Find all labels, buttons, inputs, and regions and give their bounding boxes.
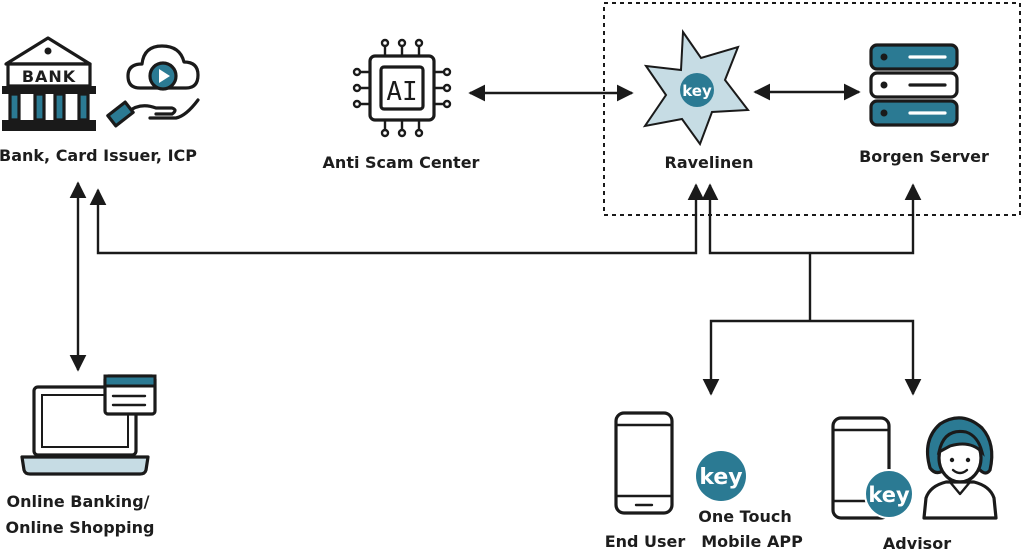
ravelinen-label: Ravelinen bbox=[665, 153, 754, 172]
key-badge-icon: key bbox=[696, 451, 746, 501]
svg-text:key: key bbox=[682, 82, 712, 100]
connectors bbox=[69, 83, 922, 396]
borgen-label: Borgen Server bbox=[859, 147, 989, 166]
svg-text:BANK: BANK bbox=[22, 67, 76, 86]
one-touch-label-line1: One Touch bbox=[698, 507, 791, 526]
end-user-label: End User bbox=[605, 532, 686, 551]
svg-text:key: key bbox=[868, 483, 910, 507]
cloud-play-hand-icon bbox=[106, 44, 200, 128]
ai-chip-icon: AI bbox=[352, 38, 452, 138]
online-label-line1: Online Banking/ bbox=[7, 492, 150, 511]
advisor-key-badge-icon: key bbox=[864, 469, 914, 519]
online-label-line2: Online Shopping bbox=[6, 518, 155, 537]
laptop-icon bbox=[20, 374, 157, 476]
ravelinen-borgen-group bbox=[603, 2, 1021, 216]
advisor-person-icon bbox=[922, 416, 998, 520]
svg-text:key: key bbox=[699, 465, 742, 490]
key-star-icon: key bbox=[642, 29, 750, 147]
phone-icon bbox=[614, 411, 674, 515]
arrow-to-end-user bbox=[702, 319, 810, 396]
arrow-to-advisor bbox=[810, 319, 922, 396]
bank-icon: BANK bbox=[2, 36, 96, 131]
arrow-bank-ravelinen bbox=[89, 183, 705, 255]
arrow-ravelinen-borgen-bus bbox=[701, 183, 922, 255]
bank-label: Bank, Card Issuer, ICP bbox=[0, 146, 197, 165]
anti-scam-label: Anti Scam Center bbox=[323, 153, 480, 172]
server-icon bbox=[869, 43, 959, 127]
svg-text:AI: AI bbox=[386, 77, 417, 107]
advisor-label: Advisor bbox=[883, 534, 951, 551]
one-touch-label-line2: Mobile APP bbox=[701, 532, 803, 551]
